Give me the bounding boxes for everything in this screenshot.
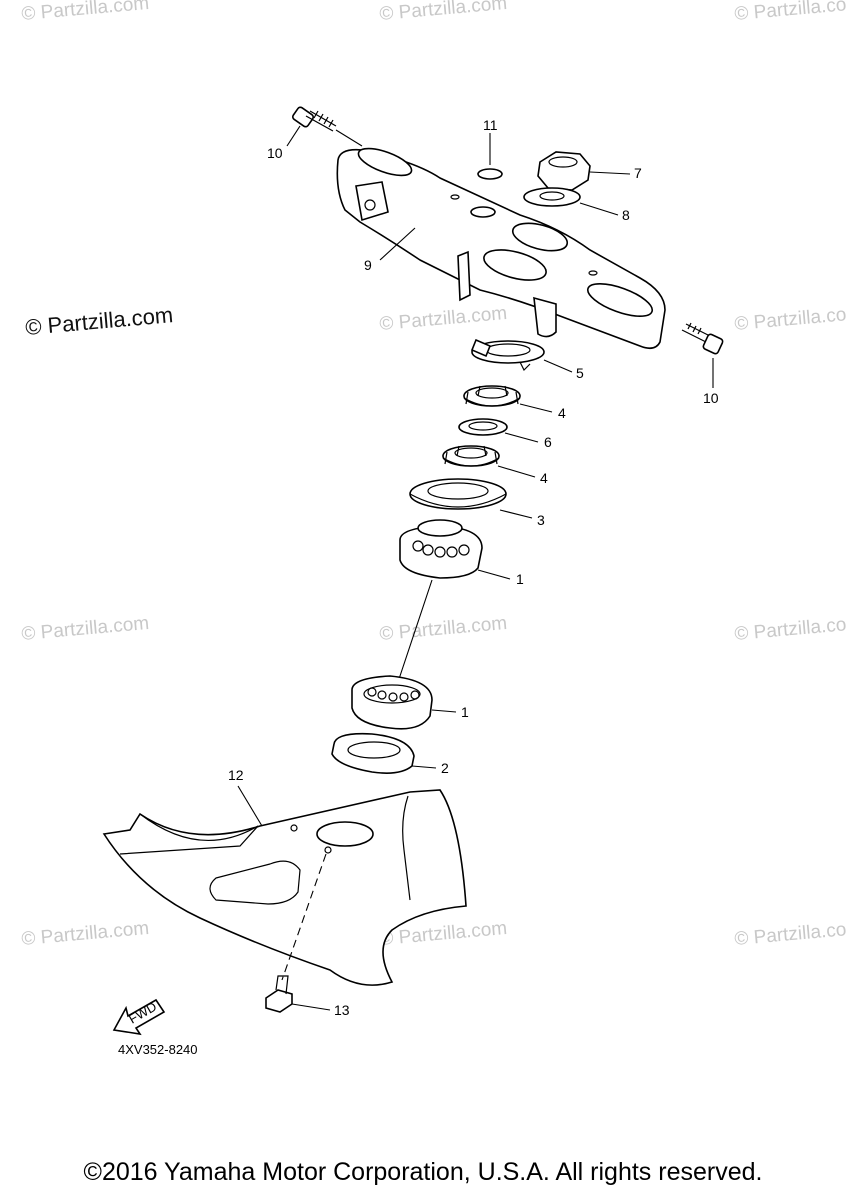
callout-7: 7	[634, 165, 642, 181]
callout-12: 12	[228, 767, 244, 783]
watermark: © Partzilla.com	[21, 0, 150, 25]
watermark: © Partzilla.com	[379, 613, 508, 645]
part-6-washer	[458, 418, 539, 443]
watermark: © Partzilla.com	[734, 613, 846, 645]
watermark: © Partzilla.com	[734, 303, 846, 335]
callout-3: 3	[537, 512, 545, 528]
callout-1-upper: 1	[516, 571, 524, 587]
callouts: 10 11 7 8 9 5 10 4 6 4 3 1 1 2 12 13	[228, 117, 719, 1018]
callout-9: 9	[364, 257, 372, 273]
part-5-lock-washer	[470, 338, 573, 373]
part-7-nut	[537, 151, 631, 191]
fwd-arrow-icon: FWD	[112, 999, 166, 1036]
watermark: © Partzilla.com	[21, 613, 150, 645]
callout-4-lower: 4	[540, 470, 548, 486]
part-4-ring-nut-upper	[463, 385, 553, 413]
part-11-cap	[477, 133, 503, 180]
part-10-bolt-right	[681, 322, 724, 388]
part-2-seal	[331, 732, 437, 774]
callout-4-upper: 4	[558, 405, 566, 421]
part-1-bearing-lower	[351, 675, 457, 730]
watermark: © Partzilla.com	[379, 0, 508, 25]
part-4-ring-nut-lower	[442, 445, 536, 478]
callout-6: 6	[544, 434, 552, 450]
part-3-seal	[409, 478, 533, 519]
diagram-code: 4XV352-8240	[118, 1042, 198, 1057]
callout-10-right: 10	[703, 390, 719, 406]
watermark-primary: © Partzilla.com	[24, 302, 174, 340]
watermark: © Partzilla.com	[734, 0, 846, 25]
callout-11: 11	[483, 117, 498, 133]
part-12-cover	[102, 785, 467, 986]
watermark: © Partzilla.com	[21, 918, 150, 950]
callout-2: 2	[441, 760, 449, 776]
part-1-bearing-upper	[397, 519, 511, 683]
callout-8: 8	[622, 207, 630, 223]
part-13-bolt	[265, 975, 331, 1013]
callout-10-left: 10	[267, 145, 283, 161]
callout-5: 5	[576, 365, 584, 381]
watermark: © Partzilla.com	[734, 918, 846, 950]
part-8-washer	[523, 187, 619, 216]
part-9-upper-bracket	[336, 147, 666, 350]
watermark: © Partzilla.com	[379, 303, 508, 335]
part-10-bolt-left	[286, 106, 363, 147]
copyright-notice: ©2016 Yamaha Motor Corporation, U.S.A. A…	[83, 1158, 763, 1186]
callout-1-lower: 1	[461, 704, 469, 720]
callout-13: 13	[334, 1002, 350, 1018]
